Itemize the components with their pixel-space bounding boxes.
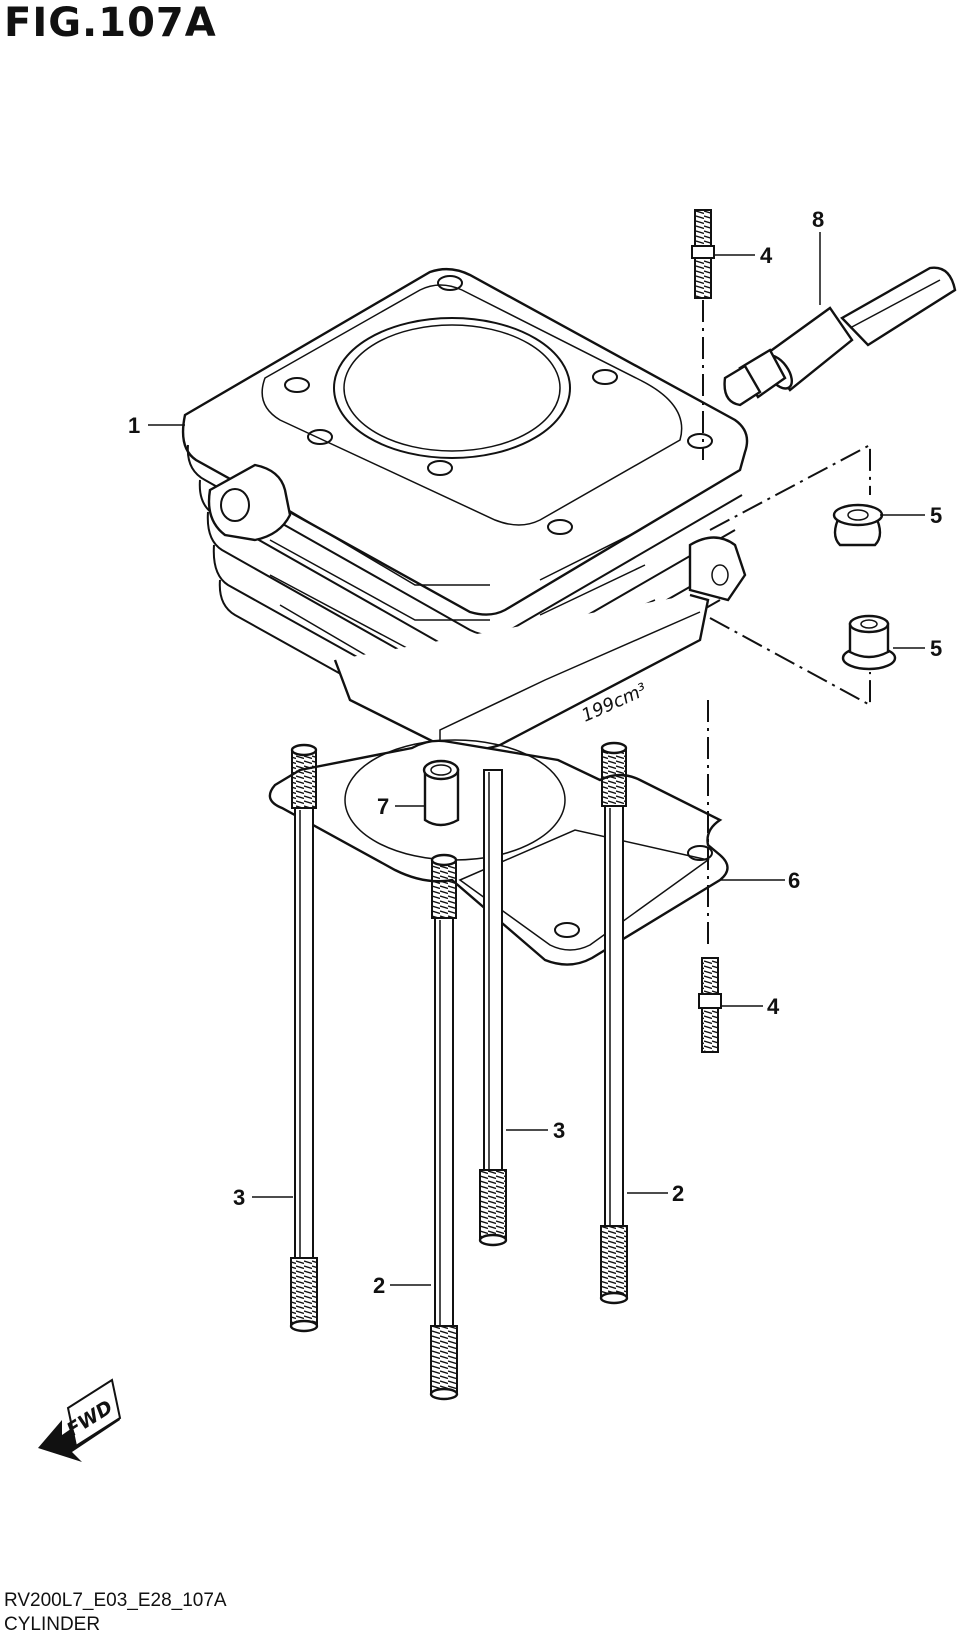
flange-nut-upper[interactable]: [832, 503, 884, 547]
temperature-sensor[interactable]: [723, 266, 957, 407]
callout-2-left: 2: [373, 1273, 385, 1298]
callout-1: 1: [128, 413, 140, 438]
callout-5-upper: 5: [930, 503, 942, 528]
assembly-lines: [702, 300, 871, 950]
diagram-code: RV200L7_E03_E28_107A: [4, 1590, 227, 1611]
cylinder-part[interactable]: 199cm³: [181, 267, 749, 752]
diagram-name: CYLINDER: [4, 1614, 101, 1635]
callout-4-bottom: 4: [767, 994, 780, 1019]
figure-title: FIG.107A: [4, 0, 217, 46]
callout-8: 8: [812, 207, 824, 232]
callout-5-lower: 5: [930, 636, 942, 661]
stud-bolt-rear-middle[interactable]: [478, 769, 508, 1247]
callout-7: 7: [377, 794, 389, 819]
stud-bolt-right[interactable]: [599, 741, 629, 1305]
callout-3-right: 3: [553, 1118, 565, 1143]
callout-4-top: 4: [760, 243, 773, 268]
fwd-arrow-icon: FWD: [38, 1378, 122, 1462]
stud-bolt-front-left[interactable]: [429, 853, 459, 1401]
callout-2-right: 2: [672, 1181, 684, 1206]
short-stud-bottom[interactable]: [698, 957, 722, 1053]
flange-nut-lower[interactable]: [841, 614, 897, 671]
dowel-pin[interactable]: [422, 759, 460, 827]
callout-6: 6: [788, 868, 800, 893]
leader-lines: [148, 232, 925, 1286]
callout-3-left: 3: [233, 1185, 245, 1210]
stud-bolt-left-long[interactable]: [289, 743, 319, 1333]
short-stud-top[interactable]: [691, 209, 715, 299]
